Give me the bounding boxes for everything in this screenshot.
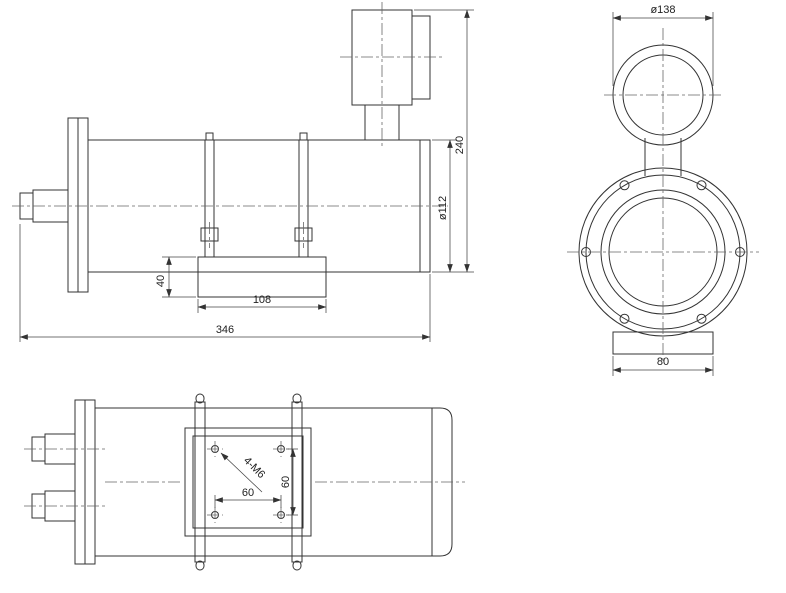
front-bolt-hole [696, 313, 707, 324]
front-bolt-hole [696, 180, 707, 191]
dim-body-diameter-label: ø112 [437, 196, 449, 220]
plan-mounting-plate-outer [184, 427, 312, 537]
plan-clamp-cap [195, 560, 205, 571]
plan-clamp-cap [292, 393, 302, 404]
dim-bracket-width-label: 108 [253, 294, 271, 306]
dim-hole-spacing-x: 60 [214, 487, 282, 508]
dim-top-diameter: ø138 [612, 4, 714, 86]
dim-hole-spacing-y-label: 60 [280, 476, 292, 488]
dim-top-diameter-label: ø138 [650, 4, 675, 16]
dim-overall-length-label: 346 [216, 324, 234, 336]
dim-base-width-label: 80 [657, 356, 669, 368]
dim-bracket-height: 40 [155, 256, 196, 298]
bottom-plan-view: 4-M6 60 60 [24, 393, 465, 571]
dim-total-height: 240 [414, 9, 474, 273]
plan-clamp-band-right [291, 401, 303, 563]
plan-mounting-plate-inner [192, 435, 304, 529]
side-view-outline [19, 9, 431, 298]
plan-clamp-cap [292, 560, 302, 571]
plan-clamp-cap [195, 393, 205, 404]
dim-body-diameter: ø112 [432, 139, 474, 273]
callout-m6-label: 4-M6 [241, 455, 267, 481]
plan-clamp-band-left [194, 401, 206, 563]
front-bolt-hole [619, 313, 630, 324]
side-mounting-bracket [197, 256, 327, 298]
plan-hole-crosshairs [207, 441, 289, 523]
side-junction-box-panel [411, 15, 431, 100]
front-view: ø138 80 [567, 4, 759, 376]
dim-hole-spacing-x-label: 60 [242, 487, 254, 499]
dim-base-width: 80 [612, 356, 714, 376]
dim-overall-length: 346 [19, 224, 431, 342]
dim-bracket-width: 108 [197, 294, 327, 313]
dim-bracket-height-label: 40 [155, 275, 167, 287]
front-bolt-hole [619, 180, 630, 191]
dim-hole-spacing-y: 60 [280, 448, 298, 516]
side-clamp-cap-right [299, 132, 308, 141]
side-clamp-cap-left [205, 132, 214, 141]
side-view: 40 108 346 ø112 240 [12, 2, 474, 342]
dim-total-height-label: 240 [454, 136, 466, 154]
